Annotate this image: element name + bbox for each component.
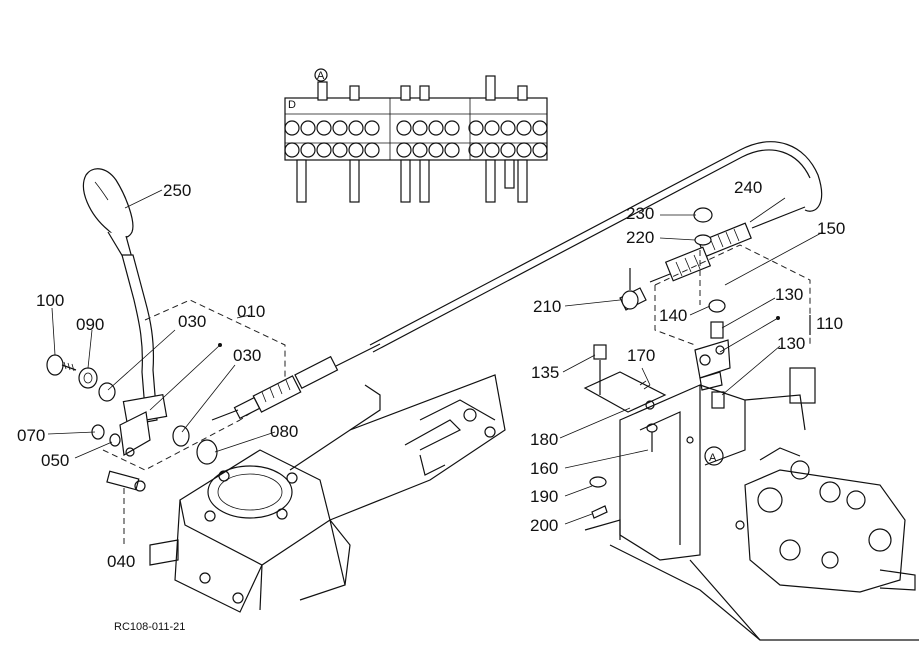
valve-port (284, 120, 300, 136)
valve-port (284, 142, 300, 158)
valve-port (332, 120, 348, 136)
label-160: 160 (530, 459, 558, 478)
valve-port (300, 142, 316, 158)
label-230: 230 (626, 204, 654, 223)
label-220: 220 (626, 228, 654, 247)
valve-port (364, 142, 380, 158)
valve-port (412, 120, 428, 136)
linkage-assembly: A (583, 206, 919, 641)
valve-port (428, 142, 444, 158)
valve-port (516, 142, 532, 158)
label-010: 010 (237, 302, 265, 321)
label-080: 080 (270, 422, 298, 441)
valve-port (484, 120, 500, 136)
valve-port (332, 142, 348, 158)
leader-lines (47, 189, 824, 525)
reference-code: RC108-011-21 (114, 621, 185, 633)
label-180: 180 (530, 430, 558, 449)
valve-port (484, 142, 500, 158)
group-010-outline (102, 299, 286, 548)
svg-text:D: D (288, 99, 296, 111)
svg-text:A: A (709, 452, 717, 464)
part-labels: 250 100 090 030 010 030 070 050 080 040 … (17, 178, 845, 633)
label-130-a: 130 (775, 285, 803, 304)
valve-port (516, 120, 532, 136)
valve-port (300, 120, 316, 136)
label-110: 110 (816, 314, 843, 333)
control-cable (211, 141, 823, 421)
valve-port (364, 120, 380, 136)
label-040: 040 (107, 552, 135, 571)
valve-port (444, 120, 460, 136)
label-090: 090 (76, 315, 104, 334)
valve-port (500, 142, 516, 158)
label-030-b: 030 (233, 346, 261, 365)
label-240: 240 (734, 178, 762, 197)
label-100: 100 (36, 291, 64, 310)
valve-port (532, 142, 548, 158)
valve-port (500, 120, 516, 136)
shift-lever (82, 168, 168, 457)
label-190: 190 (530, 487, 558, 506)
valve-port (444, 142, 460, 158)
transmission-housing (149, 374, 506, 613)
svg-text:A: A (317, 70, 325, 82)
label-050: 050 (41, 451, 69, 470)
valve-port (396, 142, 412, 158)
valve-port (316, 120, 332, 136)
valve-bank: D A (284, 68, 548, 203)
valve-port (468, 120, 484, 136)
label-150: 150 (817, 219, 845, 238)
valve-port (532, 120, 548, 136)
label-170: 170 (627, 346, 655, 365)
label-030-a: 030 (178, 312, 206, 331)
label-200: 200 (530, 516, 558, 535)
label-210: 210 (533, 297, 561, 316)
label-135: 135 (531, 363, 559, 382)
label-250: 250 (163, 181, 191, 200)
valve-port (348, 142, 364, 158)
valve-port (316, 142, 332, 158)
label-130-b: 130 (777, 334, 805, 353)
valve-port (396, 120, 412, 136)
label-070: 070 (17, 426, 45, 445)
valve-port (428, 120, 444, 136)
valve-port (412, 142, 428, 158)
valve-port (468, 142, 484, 158)
valve-port (348, 120, 364, 136)
label-140: 140 (659, 306, 687, 325)
